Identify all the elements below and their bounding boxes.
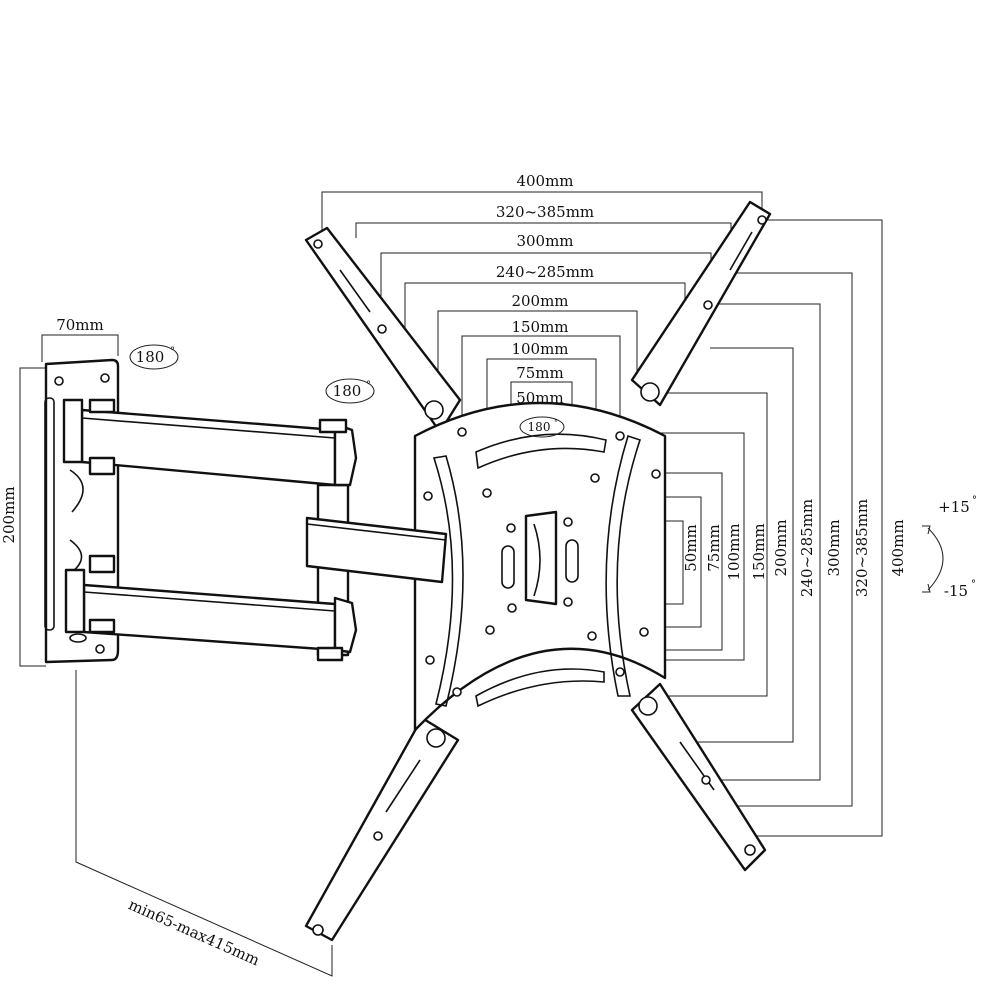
rotation-plate-label: 180: [528, 420, 551, 434]
tilt-down-degree: °: [971, 579, 976, 590]
height-label-320-385: 320~385mm: [853, 499, 871, 597]
swivel-arm-icon: [325, 378, 375, 404]
height-label-75: 75mm: [705, 524, 723, 572]
height-label-200: 200mm: [772, 519, 790, 576]
tilt-arc-icon: [927, 527, 944, 591]
swivel-arm-label: 180: [333, 382, 362, 400]
swivel-arm-degree: °: [366, 380, 371, 391]
height-label-50: 50mm: [682, 524, 700, 572]
swivel-wall-degree: °: [170, 346, 175, 357]
width-label-100: 100mm: [511, 340, 568, 358]
swivel-wall-icon: [129, 344, 179, 370]
height-label-100: 100mm: [725, 523, 743, 580]
rotation-plate-degree: °: [554, 418, 558, 427]
vesa-height-labels: 50mm 75mm 100mm 150mm 200mm 240~285mm 30…: [682, 499, 907, 597]
extension-label: min65-max415mm: [126, 895, 263, 969]
tilt-up-degree: °: [972, 495, 977, 506]
tilt-up-label: +15: [938, 498, 970, 516]
width-label-320-385: 320~385mm: [496, 203, 594, 221]
lower-arm: [64, 483, 358, 662]
rotation-plate-icon: [519, 416, 565, 438]
swivel-wall-label: 180: [136, 348, 165, 366]
middle-arm: [305, 516, 448, 584]
width-label-400: 400mm: [516, 172, 573, 190]
width-label-240-285: 240~285mm: [496, 263, 594, 281]
rear-vesa-strips: [304, 200, 772, 942]
height-label-300: 300mm: [825, 519, 843, 576]
vesa-plate: [413, 401, 667, 732]
height-label-150: 150mm: [750, 523, 768, 580]
extension-dimension: [75, 670, 333, 977]
width-label-50: 50mm: [516, 389, 564, 407]
width-label-150: 150mm: [511, 318, 568, 336]
height-label-240-285: 240~285mm: [798, 499, 816, 597]
width-label-300: 300mm: [516, 232, 573, 250]
rotation-symbols: [129, 344, 944, 593]
width-label-75: 75mm: [516, 364, 564, 382]
width-label-200: 200mm: [511, 292, 568, 310]
wall-plate-height-label: 200mm: [0, 486, 18, 543]
height-label-400: 400mm: [889, 519, 907, 576]
wall-plate-width-label: 70mm: [56, 316, 104, 334]
tilt-down-label: -15: [944, 582, 968, 600]
vesa-width-labels: 400mm 320~385mm 300mm 240~285mm 200mm 15…: [496, 172, 594, 407]
upper-arm: [62, 398, 358, 634]
